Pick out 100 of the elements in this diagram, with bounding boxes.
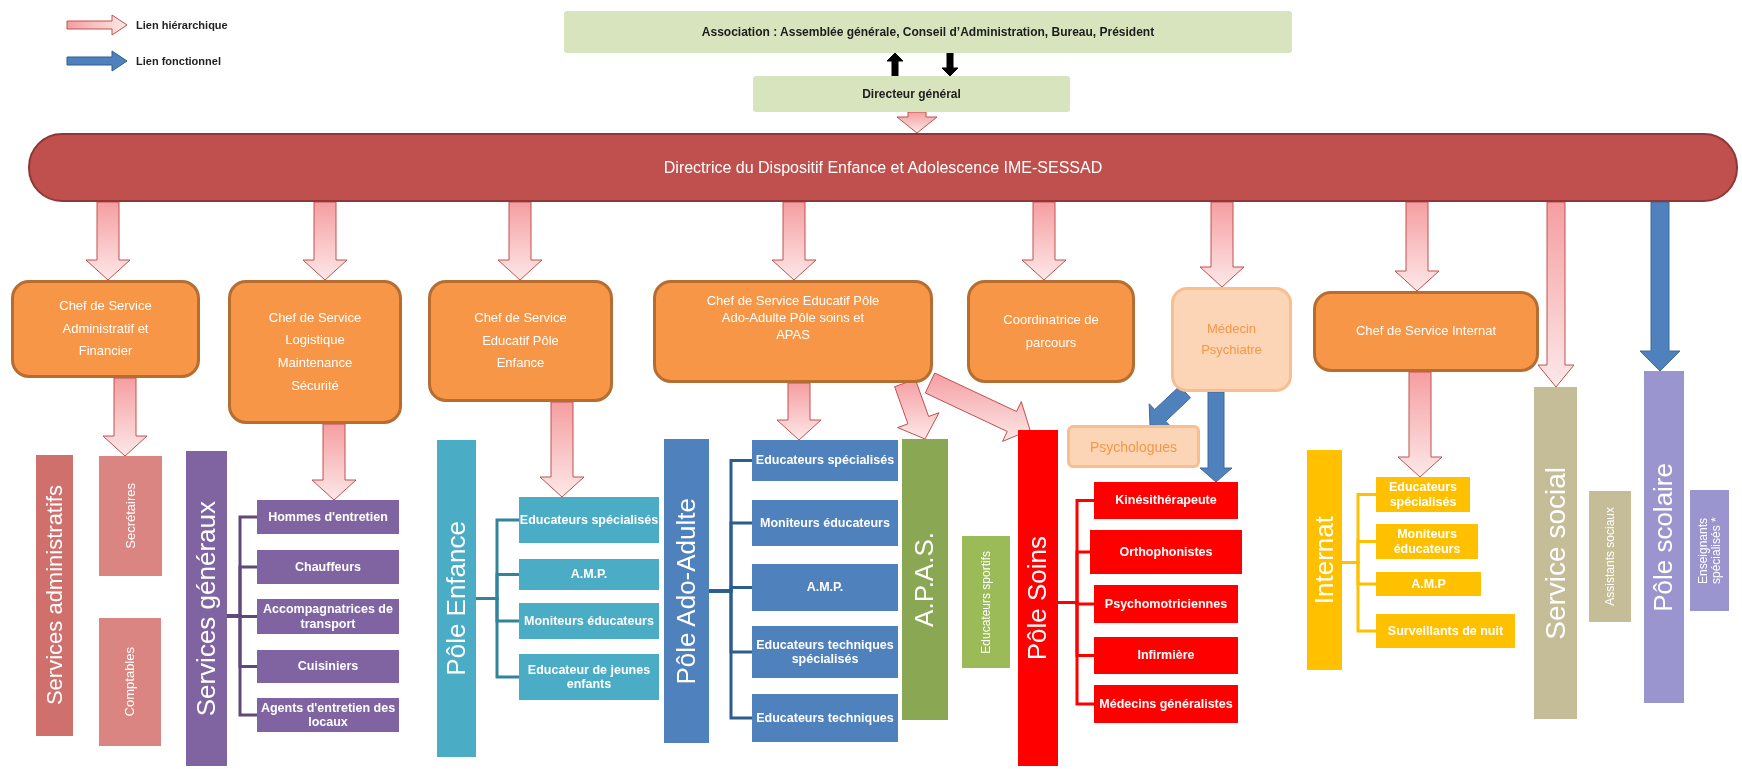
block-arrow — [941, 52, 959, 77]
bracket-line — [709, 589, 752, 720]
block-arrow — [924, 372, 1031, 442]
bracket-line — [476, 597, 519, 679]
staff-box — [519, 654, 659, 700]
staff-label: Assistants sociaux — [1603, 507, 1617, 606]
department-bar — [1644, 371, 1684, 703]
staff-label: Hommes d'entretien — [268, 509, 388, 525]
staff-label: Orthophonistes — [1119, 544, 1213, 560]
staff-label: Educateur de jeunes enfants — [526, 662, 652, 692]
role-label: Chef de Service Logistique Maintenance Sécurité — [267, 308, 363, 395]
role-label: Coordinatrice de parcours — [1002, 310, 1100, 352]
department-label: Internat — [1310, 515, 1339, 605]
staff-bar — [1589, 491, 1631, 622]
department-bar — [36, 455, 73, 736]
staff-box — [1094, 585, 1238, 623]
staff-label: Accompagnatrices de transport — [262, 602, 394, 631]
block-arrow — [1021, 201, 1067, 281]
staff-label: Chauffeurs — [295, 559, 361, 575]
staff-box — [752, 500, 898, 546]
role-box — [1171, 287, 1292, 392]
department-label: Service social — [1540, 466, 1571, 640]
staff-box — [1094, 637, 1238, 674]
staff-box — [519, 603, 659, 639]
staff-box — [1090, 530, 1242, 574]
role-box — [967, 280, 1135, 383]
department-bar — [902, 439, 948, 720]
role-box — [653, 280, 933, 383]
staff-bar — [1690, 490, 1729, 611]
staff-label: Educateurs spécialisés — [755, 453, 895, 468]
role-box — [11, 280, 200, 378]
department-label: Pôle Soins — [1024, 535, 1052, 661]
role-label: Chef de Service Educatif Pôle Enfance — [473, 308, 568, 373]
staff-label: Kinésithérapeute — [1115, 493, 1217, 508]
staff-box — [1376, 572, 1481, 596]
block-arrow — [1394, 201, 1440, 292]
block-arrow — [886, 52, 904, 77]
staff-box — [1376, 524, 1478, 559]
staff-box — [1376, 477, 1470, 512]
staff-label: Educateurs techniques — [756, 710, 894, 726]
block-arrow — [1199, 391, 1233, 483]
staff-box — [1376, 614, 1515, 648]
staff-label: Médecins généralistes — [1099, 696, 1233, 712]
block-arrow — [1199, 201, 1245, 288]
staff-bar — [962, 536, 1010, 668]
governance-box — [564, 11, 1292, 53]
staff-label: Surveillants de nuit — [1387, 623, 1504, 639]
department-label: A.P.A.S. — [911, 532, 939, 627]
staff-box — [257, 550, 399, 584]
staff-label: Cuisiniers — [297, 659, 359, 674]
department-label: Pôle Ado-Adulte — [672, 497, 701, 685]
staff-label: A.M.P. — [806, 580, 844, 595]
staff-label: Enseignants spécialisés * — [1696, 516, 1723, 586]
staff-label: Educateurs techniques spécialisés — [755, 637, 895, 667]
staff-box — [752, 694, 898, 742]
staff-label: Educateurs sportifs — [979, 550, 993, 654]
department-bar — [1534, 387, 1577, 719]
bracket-line — [227, 614, 257, 717]
department-bar — [186, 451, 227, 766]
block-arrow — [776, 382, 822, 441]
department-bar — [664, 439, 709, 743]
staff-label: Moniteurs éducateurs — [524, 613, 654, 629]
staff-label: Moniteurs éducateurs — [1392, 527, 1462, 556]
staff-label: Psychomotriciennes — [1104, 596, 1228, 612]
block-arrow — [771, 201, 817, 281]
block-arrow — [896, 111, 938, 134]
block-arrow — [85, 201, 131, 281]
department-label: Services généraux — [192, 500, 221, 717]
department-label: Pôle scolaire — [1650, 462, 1678, 612]
staff-box — [752, 626, 898, 678]
staff-box — [1094, 482, 1238, 519]
block-arrow — [1639, 201, 1681, 372]
role-label: Médecin Psychiatre — [1200, 319, 1263, 359]
staff-label: Moniteurs éducateurs — [760, 515, 890, 531]
governance-box — [753, 76, 1070, 112]
staff-label: Agents d'entretien des locaux — [259, 700, 397, 730]
director-label: Directrice du Dispositif Enfance et Adolescence IME-SESSAD — [663, 158, 1103, 177]
block-arrow — [1537, 201, 1575, 388]
staff-label: A.M.P — [1411, 576, 1446, 592]
staff-label: Infirmière — [1137, 648, 1195, 663]
role-label: Chef de Service Internat — [1355, 322, 1497, 341]
bracket-line — [1342, 561, 1376, 633]
block-arrow — [311, 423, 357, 501]
staff-label: Educateurs spécialisés — [1387, 480, 1459, 509]
staff-box — [257, 500, 399, 534]
role-label: Chef de Service Educatif Pôle Ado-Adulte Pôle soins et APAS — [705, 293, 881, 344]
role-box — [228, 280, 402, 424]
governance-label: Association : Assemblée générale, Conseil d’Administration, Bureau, Président — [701, 25, 1155, 39]
department-bar — [437, 440, 476, 757]
staff-label: Secrétaires — [123, 483, 138, 549]
role-box — [1067, 425, 1200, 468]
block-arrow — [497, 201, 543, 281]
role-box — [1313, 291, 1539, 372]
staff-box — [752, 564, 898, 611]
department-bar — [1307, 450, 1342, 670]
governance-label: Directeur général — [862, 87, 961, 101]
department-bar — [1018, 430, 1058, 766]
staff-label: A.M.P. — [570, 567, 608, 582]
block-arrow — [1397, 371, 1443, 478]
staff-box — [257, 650, 399, 683]
